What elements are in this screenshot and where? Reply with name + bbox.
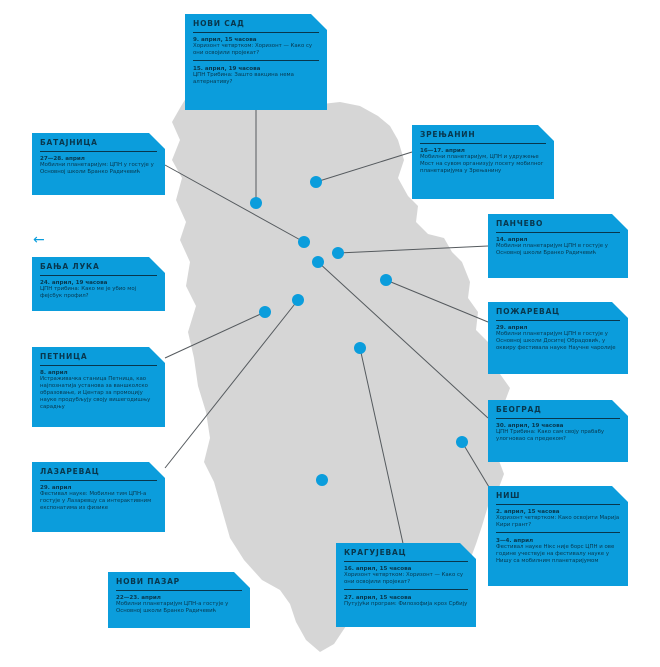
event-date: 24. април, 19 часова — [40, 280, 108, 286]
arrow-left-icon[interactable]: ← — [33, 232, 45, 248]
event-description: Мобилни планетаријум ЦПН в гостује у Осн… — [496, 331, 616, 351]
dot-pozarevac — [380, 274, 392, 286]
card-petnica: ПЕТНИЦА 8. април Истраживачка станица Пе… — [32, 347, 165, 427]
connector-zrenjanin — [315, 151, 413, 183]
card-batajnica: БАТАЈНИЦА 27—28. април Мобилни планетари… — [32, 133, 165, 195]
connector-lazarevac — [164, 299, 299, 469]
dot-kragujevac — [354, 342, 366, 354]
event-description: Хоризонт четвртком: Хоризонт — Како су о… — [344, 572, 464, 585]
dot-novi-sad — [250, 197, 262, 209]
dot-batajnica — [298, 236, 310, 248]
event: 15. април, 19 часова ЦПН Трибина: Зашто … — [193, 60, 319, 86]
connector-nis — [461, 441, 493, 493]
event-date: 27—28. април — [40, 156, 85, 162]
serbia-map-shape — [172, 90, 510, 652]
city-name: ПАНЧЕВО — [496, 219, 620, 233]
event-description: Истраживачка станица Петница, као најпоз… — [40, 376, 151, 410]
event-description: Мобилни планетаријум, ЦПН и удружење Мос… — [420, 154, 544, 174]
city-name: КРАГУЈЕВАЦ — [344, 548, 468, 562]
card-beograd: БЕОГРАД 30. април, 19 часова ЦПН Трибина… — [488, 400, 628, 462]
event: 14. април Мобилни планетаријум ЦПН в гос… — [496, 233, 620, 257]
event: 22—23. април Мобилни планетаријум ЦПН-а … — [116, 591, 242, 615]
event: 24. април, 19 часова ЦПН трибина: Како м… — [40, 276, 157, 300]
connector-pancevo — [337, 245, 489, 254]
event: 30. април, 19 часова ЦПН Трибина: Како с… — [496, 419, 620, 443]
event-description: Фестивал науке Нікс није борс ЦПН и ове … — [496, 544, 615, 564]
event-date: 29. април — [496, 325, 528, 331]
connector-batajnica — [164, 164, 305, 243]
card-pozarevac: ПОЖАРЕВАЦ 29. април Мобилни планетаријум… — [488, 302, 628, 374]
event: 9. април, 15 часова Хоризонт четвртком: … — [193, 33, 319, 57]
city-name: НОВИ САД — [193, 19, 319, 33]
location-dots — [250, 176, 468, 486]
event: 29. април Фестивал науке: Мобилни тим ЦП… — [40, 481, 157, 512]
event-description: Мобилни планетаријум ЦПН в гостује у Осн… — [496, 243, 608, 256]
city-name: ЗРЕЊАНИН — [420, 130, 546, 144]
event-description: ЦПН трибина: Како ме је убио мој фејсбук… — [40, 286, 137, 299]
event-description: ЦПН Трибина: Зашто вакцина нема алтернат… — [193, 72, 294, 85]
dot-zrenjanin — [310, 176, 322, 188]
city-name: ПОЖАРЕВАЦ — [496, 307, 620, 321]
event-description: Мобилни планетаријум: ЦПН у гостује у Ос… — [40, 162, 154, 175]
connector-lines — [164, 110, 493, 549]
dot-beograd — [312, 256, 324, 268]
event-date: 22—23. април — [116, 595, 161, 601]
city-name: БАЊА ЛУКА — [40, 262, 157, 276]
card-zrenjanin: ЗРЕЊАНИН 16—17. април Мобилни планетариј… — [412, 125, 554, 199]
event-description: Фестивал науке: Мобилни тим ЦПН-а гостуј… — [40, 491, 152, 511]
city-name: БЕОГРАД — [496, 405, 620, 419]
event-description: Путујући програм: Филозофија кроз Србију — [344, 601, 468, 607]
event-date: 3—4. април — [496, 538, 534, 544]
event-description: Мобилни планетаријум ЦПН-а гостује у Осн… — [116, 601, 229, 614]
card-lazarevac: ЛАЗАРЕВАЦ 29. април Фестивал науке: Моби… — [32, 462, 165, 532]
dot-novi-pazar — [316, 474, 328, 486]
dot-nis — [456, 436, 468, 448]
event-date: 15. април, 19 часова — [193, 66, 261, 72]
card-banja-luka: БАЊА ЛУКА 24. април, 19 часова ЦПН триби… — [32, 257, 165, 311]
dot-lazarevac — [292, 294, 304, 306]
connector-kragujevac — [359, 347, 405, 549]
event: 8. април Истраживачка станица Петница, к… — [40, 366, 157, 411]
event-date: 30. април, 19 часова — [496, 423, 564, 429]
city-name: ЛАЗАРЕВАЦ — [40, 467, 157, 481]
dot-petnica — [259, 306, 271, 318]
event-date: 9. април, 15 часова — [193, 37, 257, 43]
event-date: 8. април — [40, 370, 68, 376]
event-date: 16. април, 15 часова — [344, 566, 412, 572]
connector-pozarevac — [385, 279, 489, 323]
connector-petnica — [164, 311, 266, 359]
event-description: Хоризонт четвртком: Како освојити Марија… — [496, 515, 620, 528]
event-date: 14. април — [496, 237, 528, 243]
event-description: ЦПН Трибина: Како сам своју прабабу улог… — [496, 429, 605, 442]
event: 16—17. април Мобилни планетаријум, ЦПН и… — [420, 144, 546, 175]
card-kragujevac: КРАГУЈЕВАЦ 16. април, 15 часова Хоризонт… — [336, 543, 476, 627]
card-novi-pazar: НОВИ ПАЗАР 22—23. април Мобилни планетар… — [108, 572, 250, 628]
event: 27. април, 15 часова Путујући програм: Ф… — [344, 589, 468, 608]
event: 3—4. април Фестивал науке Нікс није борс… — [496, 532, 620, 565]
event-date: 27. април, 15 часова — [344, 595, 412, 601]
event-date: 16—17. април — [420, 148, 465, 154]
card-pancevo: ПАНЧЕВО 14. април Мобилни планетаријум Ц… — [488, 214, 628, 278]
event: 16. април, 15 часова Хоризонт четвртком:… — [344, 562, 468, 586]
city-name: НИШ — [496, 491, 620, 505]
event-description: Хоризонт четвртком: Хоризонт — Како су о… — [193, 43, 313, 56]
card-nis: НИШ 2. април, 15 часова Хоризонт четвртк… — [488, 486, 628, 586]
city-name: ПЕТНИЦА — [40, 352, 157, 366]
event: 29. април Мобилни планетаријум ЦПН в гос… — [496, 321, 620, 352]
event: 27—28. април Мобилни планетаријум: ЦПН у… — [40, 152, 157, 176]
card-novi-sad: НОВИ САД 9. април, 15 часова Хоризонт че… — [185, 14, 327, 110]
event: 2. април, 15 часова Хоризонт четвртком: … — [496, 505, 620, 529]
event-date: 2. април, 15 часова — [496, 509, 560, 515]
city-name: НОВИ ПАЗАР — [116, 577, 242, 591]
dot-pancevo — [332, 247, 344, 259]
city-name: БАТАЈНИЦА — [40, 138, 157, 152]
event-date: 29. април — [40, 485, 72, 491]
connector-beograd — [317, 261, 489, 419]
